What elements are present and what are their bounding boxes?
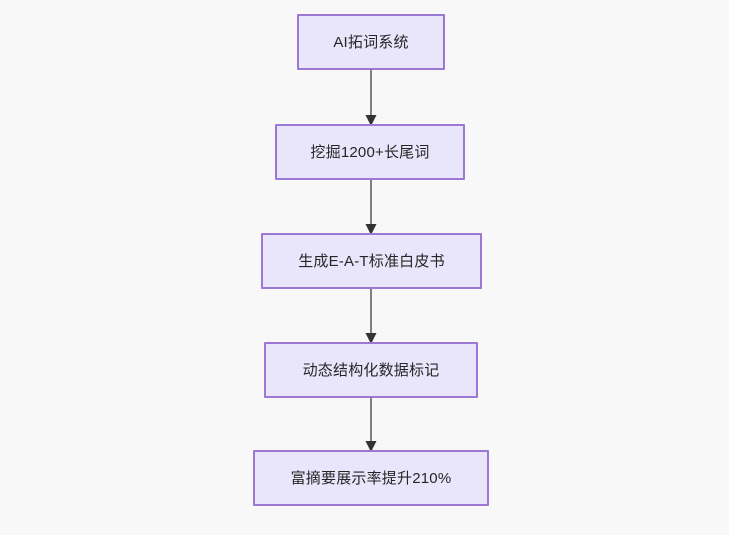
down-arrow-icon (365, 115, 377, 126)
flow-edge-n1-n2 (365, 68, 377, 126)
flow-node-label: 动态结构化数据标记 (302, 361, 440, 379)
flow-edge-n2-n3 (365, 178, 377, 235)
flow-edge-n3-n4 (365, 287, 377, 344)
down-arrow-icon (365, 333, 377, 344)
flow-node-ai-keyword-system[interactable]: AI拓词系统 (297, 14, 445, 70)
flow-node-dynamic-structured-data-markup[interactable]: 动态结构化数据标记 (264, 342, 478, 398)
down-arrow-icon (365, 224, 377, 235)
down-arrow-icon (365, 441, 377, 452)
flow-node-generate-eat-whitepaper[interactable]: 生成E-A-T标准白皮书 (261, 233, 482, 289)
flow-node-mine-longtail-keywords[interactable]: 挖掘1200+长尾词 (275, 124, 465, 180)
flow-node-label: 富摘要展示率提升210% (290, 469, 452, 487)
flow-node-label: AI拓词系统 (333, 33, 409, 51)
flow-node-label: 挖掘1200+长尾词 (310, 143, 430, 161)
flow-node-label: 生成E-A-T标准白皮书 (298, 252, 445, 270)
flow-node-rich-snippet-impression-lift[interactable]: 富摘要展示率提升210% (253, 450, 489, 506)
flow-edge-n4-n5 (365, 395, 377, 452)
